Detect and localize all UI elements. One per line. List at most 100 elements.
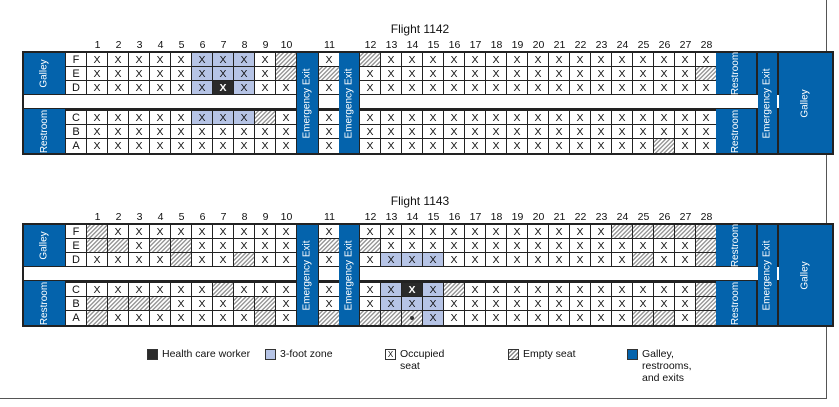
- seat-22F[interactable]: X: [570, 53, 590, 66]
- seat-26A[interactable]: [654, 311, 674, 325]
- seat-1E[interactable]: [87, 239, 107, 252]
- seat-26C[interactable]: X: [654, 283, 674, 296]
- seat-14E[interactable]: X: [402, 239, 422, 252]
- seat-13F[interactable]: X: [381, 53, 401, 66]
- seat-16C[interactable]: [444, 283, 464, 296]
- seat-22E[interactable]: X: [570, 239, 590, 252]
- seat-24A[interactable]: X: [612, 311, 632, 325]
- seat-5E[interactable]: X: [171, 67, 191, 80]
- seat-26F[interactable]: X: [654, 53, 674, 66]
- seat-16A[interactable]: X: [444, 311, 464, 325]
- seat-11E[interactable]: [319, 67, 339, 80]
- seat-21D[interactable]: X: [549, 253, 569, 266]
- seat-2A[interactable]: X: [108, 139, 128, 153]
- seat-1A[interactable]: X: [87, 139, 107, 153]
- seat-4D[interactable]: X: [150, 81, 170, 94]
- seat-10B[interactable]: X: [276, 125, 296, 138]
- seat-21B[interactable]: X: [549, 125, 569, 138]
- seat-3E[interactable]: X: [129, 67, 149, 80]
- seat-14F[interactable]: X: [402, 53, 422, 66]
- seat-27C[interactable]: X: [675, 283, 695, 296]
- seat-7F[interactable]: X: [213, 53, 233, 66]
- seat-4F[interactable]: X: [150, 53, 170, 66]
- seat-19B[interactable]: X: [507, 125, 527, 138]
- seat-16A[interactable]: X: [444, 139, 464, 153]
- seat-28C[interactable]: [696, 283, 716, 296]
- seat-27D[interactable]: X: [675, 81, 695, 94]
- seat-28D[interactable]: X: [696, 81, 716, 94]
- seat-13B[interactable]: X: [381, 297, 401, 310]
- seat-9E[interactable]: X: [255, 67, 275, 80]
- seat-3B[interactable]: [129, 297, 149, 310]
- seat-24D[interactable]: X: [612, 253, 632, 266]
- seat-4D[interactable]: X: [150, 253, 170, 266]
- seat-8B[interactable]: [234, 297, 254, 310]
- seat-5A[interactable]: X: [171, 139, 191, 153]
- seat-12F[interactable]: X: [360, 225, 380, 238]
- seat-2C[interactable]: X: [108, 283, 128, 296]
- seat-20D[interactable]: X: [528, 81, 548, 94]
- seat-4A[interactable]: X: [150, 139, 170, 153]
- seat-10D[interactable]: X: [276, 81, 296, 94]
- seat-2A[interactable]: X: [108, 311, 128, 325]
- seat-9E[interactable]: X: [255, 239, 275, 252]
- seat-28B[interactable]: [696, 297, 716, 310]
- seat-6D[interactable]: X: [192, 253, 212, 266]
- seat-6A[interactable]: X: [192, 139, 212, 153]
- seat-14A[interactable]: [402, 311, 422, 325]
- seat-11B[interactable]: X: [319, 125, 339, 138]
- seat-3F[interactable]: X: [129, 225, 149, 238]
- seat-4E[interactable]: [150, 239, 170, 252]
- seat-25A[interactable]: X: [633, 139, 653, 153]
- seat-12F[interactable]: [360, 53, 380, 66]
- seat-7D[interactable]: X: [213, 253, 233, 266]
- seat-14D[interactable]: X: [402, 253, 422, 266]
- seat-9B[interactable]: [255, 297, 275, 310]
- seat-23F[interactable]: X: [591, 225, 611, 238]
- seat-18B[interactable]: X: [486, 297, 506, 310]
- seat-9F[interactable]: X: [255, 53, 275, 66]
- seat-2D[interactable]: X: [108, 81, 128, 94]
- seat-16E[interactable]: X: [444, 67, 464, 80]
- seat-11F[interactable]: X: [319, 225, 339, 238]
- seat-13F[interactable]: X: [381, 225, 401, 238]
- seat-12E[interactable]: X: [360, 67, 380, 80]
- seat-4C[interactable]: X: [150, 111, 170, 124]
- seat-24E[interactable]: X: [612, 67, 632, 80]
- seat-18E[interactable]: X: [486, 67, 506, 80]
- seat-16B[interactable]: X: [444, 297, 464, 310]
- seat-5F[interactable]: X: [171, 53, 191, 66]
- seat-8E[interactable]: X: [234, 67, 254, 80]
- seat-20F[interactable]: X: [528, 225, 548, 238]
- seat-12D[interactable]: X: [360, 253, 380, 266]
- seat-27E[interactable]: X: [675, 239, 695, 252]
- seat-5D[interactable]: X: [171, 81, 191, 94]
- seat-5B[interactable]: X: [171, 125, 191, 138]
- seat-8F[interactable]: X: [234, 53, 254, 66]
- seat-28E[interactable]: [696, 67, 716, 80]
- seat-18C[interactable]: X: [486, 283, 506, 296]
- seat-22B[interactable]: X: [570, 125, 590, 138]
- seat-12A[interactable]: [360, 311, 380, 325]
- seat-22B[interactable]: X: [570, 297, 590, 310]
- seat-17E[interactable]: X: [465, 239, 485, 252]
- seat-1C[interactable]: X: [87, 111, 107, 124]
- seat-14A[interactable]: X: [402, 139, 422, 153]
- seat-8C[interactable]: X: [234, 111, 254, 124]
- seat-10B[interactable]: X: [276, 297, 296, 310]
- seat-17C[interactable]: X: [465, 283, 485, 296]
- seat-14E[interactable]: X: [402, 67, 422, 80]
- seat-28B[interactable]: X: [696, 125, 716, 138]
- seat-2B[interactable]: [108, 297, 128, 310]
- seat-4C[interactable]: X: [150, 283, 170, 296]
- seat-9D[interactable]: X: [255, 253, 275, 266]
- seat-19B[interactable]: X: [507, 297, 527, 310]
- seat-11E[interactable]: [319, 239, 339, 252]
- seat-25A[interactable]: [633, 311, 653, 325]
- seat-17A[interactable]: X: [465, 139, 485, 153]
- seat-24C[interactable]: X: [612, 111, 632, 124]
- seat-22A[interactable]: X: [570, 311, 590, 325]
- seat-20B[interactable]: X: [528, 297, 548, 310]
- seat-15D[interactable]: X: [423, 81, 443, 94]
- seat-7F[interactable]: X: [213, 225, 233, 238]
